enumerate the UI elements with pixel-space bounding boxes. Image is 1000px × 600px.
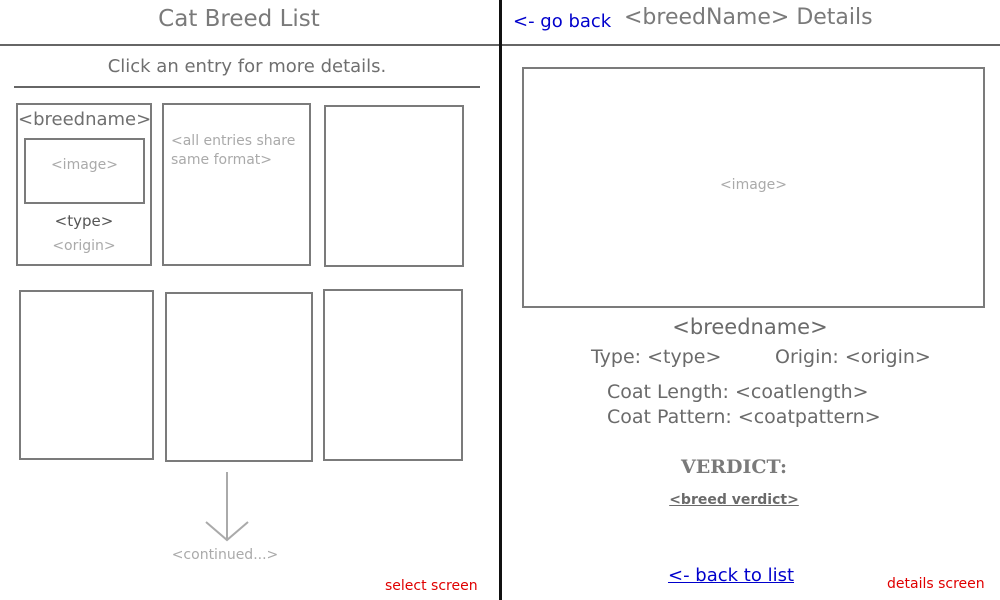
breed-verdict: <breed verdict> <box>669 492 799 508</box>
list-header-divider <box>0 44 500 46</box>
instructions-divider <box>14 86 480 88</box>
verdict-heading: VERDICT: <box>681 456 787 478</box>
list-page-title: Cat Breed List <box>158 6 320 32</box>
card-type: <type> <box>54 212 114 230</box>
continued-label: <continued...> <box>171 547 279 563</box>
list-instructions: Click an entry for more details. <box>107 56 387 77</box>
detail-origin: Origin: <origin> <box>775 346 931 368</box>
details-header-divider <box>502 44 1000 46</box>
breed-card-2[interactable]: <all entries share same format> <box>162 103 311 266</box>
back-to-list-link[interactable]: <- back to list <box>667 565 795 586</box>
card-breedname: <breedname> <box>18 109 152 130</box>
card-image-placeholder: <image> <box>24 138 145 204</box>
breed-card-5[interactable] <box>165 292 313 462</box>
breed-card-sample[interactable]: <breedname> <image> <type> <origin> <box>16 103 152 266</box>
breed-card-6[interactable] <box>323 289 463 461</box>
detail-breedname: <breedname> <box>672 315 828 339</box>
card-origin: <origin> <box>52 238 116 254</box>
select-screen-annotation: select screen <box>385 578 478 594</box>
breed-card-4[interactable] <box>19 290 154 460</box>
detail-image-label: <image> <box>719 177 788 193</box>
go-back-link[interactable]: <- go back <box>513 11 612 32</box>
detail-coat-length: Coat Length: <coatlength> <box>607 381 869 403</box>
arrow-down-icon <box>205 472 249 542</box>
detail-coat-pattern: Coat Pattern: <coatpattern> <box>607 406 881 428</box>
format-note: <all entries share same format> <box>171 133 296 168</box>
details-page-title: <breedName> Details <box>624 5 873 30</box>
detail-type: Type: <type> <box>591 346 722 368</box>
details-screen-annotation: details screen <box>887 576 985 592</box>
detail-image-placeholder: <image> <box>522 67 985 308</box>
card-image-label: <image> <box>50 157 119 173</box>
screen-divider <box>499 0 502 600</box>
breed-card-3[interactable] <box>324 105 464 267</box>
